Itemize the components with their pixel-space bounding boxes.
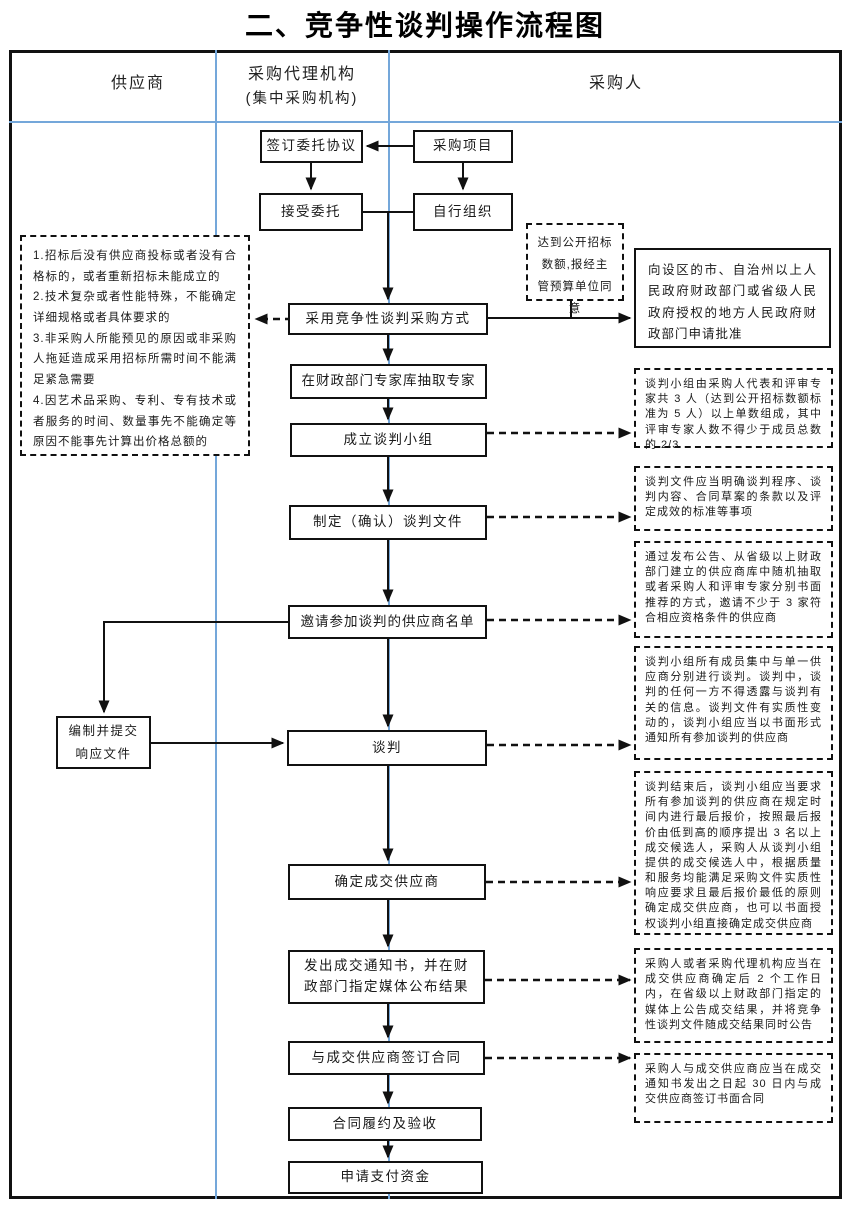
- note-approval: 向设区的市、自治州以上人民政府财政部门或省级人民政府授权的地方人民政府财政部门申…: [634, 248, 831, 348]
- note-final-quote: 谈判结束后，谈判小组应当要求所有参加谈判的供应商在规定时间内进行最后报价，按照最…: [634, 771, 833, 935]
- note-doc-requirements: 谈判文件应当明确谈判程序、谈判内容、合同草案的条款以及评定成效的标准等事项: [634, 466, 833, 531]
- step-issue-notice: 发出成交通知书，并在财政部门指定媒体公布结果: [288, 950, 485, 1004]
- lane-divider-1: [215, 50, 217, 1199]
- step-negotiate: 谈判: [287, 730, 487, 766]
- lane-header-agency-line2: (集中采购机构): [245, 90, 359, 107]
- step-sign-contract: 与成交供应商签订合同: [288, 1041, 485, 1075]
- condition-item: 2.技术复杂或者性能特殊，不能确定详细规格或者具体要求的: [33, 291, 237, 325]
- step-invite-suppliers: 邀请参加谈判的供应商名单: [288, 605, 487, 639]
- note-invitation-method: 通过发布公告、从省级以上财政部门建立的供应商库中随机抽取或者采购人和评审专家分别…: [634, 541, 833, 638]
- step-form-group: 成立谈判小组: [290, 423, 487, 457]
- step-determine-supplier: 确定成交供应商: [288, 864, 486, 900]
- note-announcement: 采购人或者采购代理机构应当在成交供应商确定后 2 个工作日内，在省级以上财政部门…: [634, 948, 833, 1043]
- note-threshold: 达到公开招标数额,报经主管预算单位同意: [526, 223, 624, 315]
- step-accept-entrust: 接受委托: [259, 193, 363, 231]
- step-self-organize: 自行组织: [413, 193, 513, 231]
- condition-item: 4.因艺术品采购、专利、专有技术或者服务的时间、数量事先不能确定等原因不能事先计…: [33, 394, 237, 449]
- step-apply-payment: 申请支付资金: [288, 1161, 483, 1194]
- dashed-connectors: [254, 313, 632, 1064]
- step-adopt-method: 采用竞争性谈判采购方式: [288, 303, 488, 335]
- step-make-documents: 制定（确认）谈判文件: [289, 505, 487, 540]
- solid-connectors: [98, 140, 632, 1159]
- note-panel-composition: 谈判小组由采购人代表和评审专家共 3 人（达到公开招标数额标准为 5 人）以上单…: [634, 368, 833, 451]
- note-contract-deadline: 采购人与成交供应商应当在成交通知书发出之日起 30 日内与成交供应商签订书面合同: [634, 1053, 833, 1123]
- note-negotiation-rules: 谈判小组所有成员集中与单一供应商分别进行谈判。谈判中，谈判的任何一方不得透露与谈…: [634, 646, 833, 760]
- note-conditions: 1.招标后没有供应商投标或者没有合格标的，或者重新招标未能成立的 2.技术复杂或…: [20, 235, 250, 456]
- step-prepare-response: 编制并提交响应文件: [56, 716, 151, 769]
- step-sign-agreement: 签订委托协议: [260, 130, 363, 163]
- step-procurement-project: 采购项目: [413, 130, 513, 163]
- diagram-frame: [9, 50, 842, 1199]
- lane-header-purchaser: 采购人: [588, 75, 643, 92]
- lane-header-supplier: 供应商: [110, 75, 165, 92]
- lane-header-agency-line1: 采购代理机构: [247, 66, 356, 83]
- condition-item: 1.招标后没有供应商投标或者没有合格标的，或者重新招标未能成立的: [33, 250, 237, 283]
- step-extract-experts: 在财政部门专家库抽取专家: [290, 364, 487, 399]
- step-contract-performance: 合同履约及验收: [288, 1107, 482, 1141]
- condition-item: 3.非采购人所能预见的原因或非采购人拖延造成采用招标所需时间不能满足紧急需要: [33, 332, 237, 387]
- header-divider: [9, 121, 842, 123]
- lane-header-agency: 采购代理机构 (集中采购机构): [216, 63, 388, 110]
- page-title: 二、竞争性谈判操作流程图: [244, 10, 605, 41]
